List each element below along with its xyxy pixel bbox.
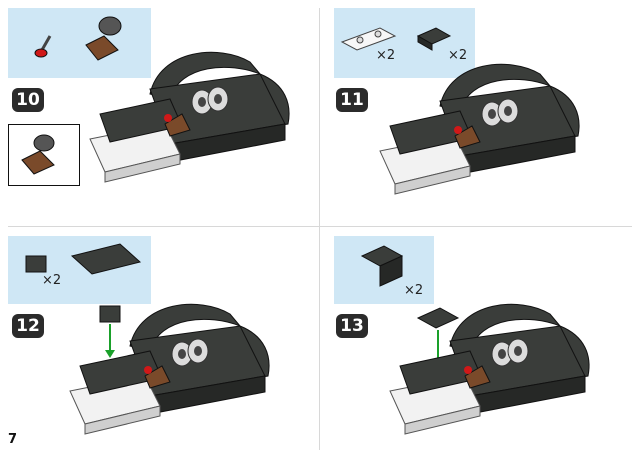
step-badge-13: 13 bbox=[336, 314, 368, 338]
step-12-part-1-qty: ×2 bbox=[42, 273, 62, 288]
part-lever-brown bbox=[85, 16, 122, 61]
part-dark-bracket bbox=[360, 245, 404, 287]
step-10-parts-panel bbox=[8, 8, 151, 78]
part-dark-brick bbox=[416, 27, 452, 51]
model-step-12 bbox=[69, 303, 270, 435]
page-number: 7 bbox=[8, 432, 18, 447]
model-step-11 bbox=[379, 63, 580, 195]
part-white-plate bbox=[340, 27, 397, 51]
step-11-part-1-qty: ×2 bbox=[376, 48, 396, 63]
part-dark-1x1 bbox=[25, 255, 47, 273]
step-badge-12: 12 bbox=[12, 314, 44, 338]
placing-bracket-13 bbox=[416, 307, 460, 329]
model-step-13 bbox=[389, 303, 590, 435]
vertical-divider bbox=[319, 8, 320, 450]
placing-brick-12 bbox=[99, 305, 121, 323]
model-step-10 bbox=[89, 51, 290, 183]
step-badge-11: 11 bbox=[336, 88, 368, 112]
callout-lever bbox=[21, 134, 55, 175]
part-dark-2x4 bbox=[70, 243, 142, 275]
horizontal-divider bbox=[8, 226, 632, 227]
step-13-part-1-qty: ×2 bbox=[404, 283, 424, 298]
step-11-part-2-qty: ×2 bbox=[448, 48, 468, 63]
step-badge-10: 10 bbox=[12, 88, 44, 112]
part-lever-red bbox=[34, 35, 52, 58]
sub-assembly-callout bbox=[8, 124, 80, 186]
